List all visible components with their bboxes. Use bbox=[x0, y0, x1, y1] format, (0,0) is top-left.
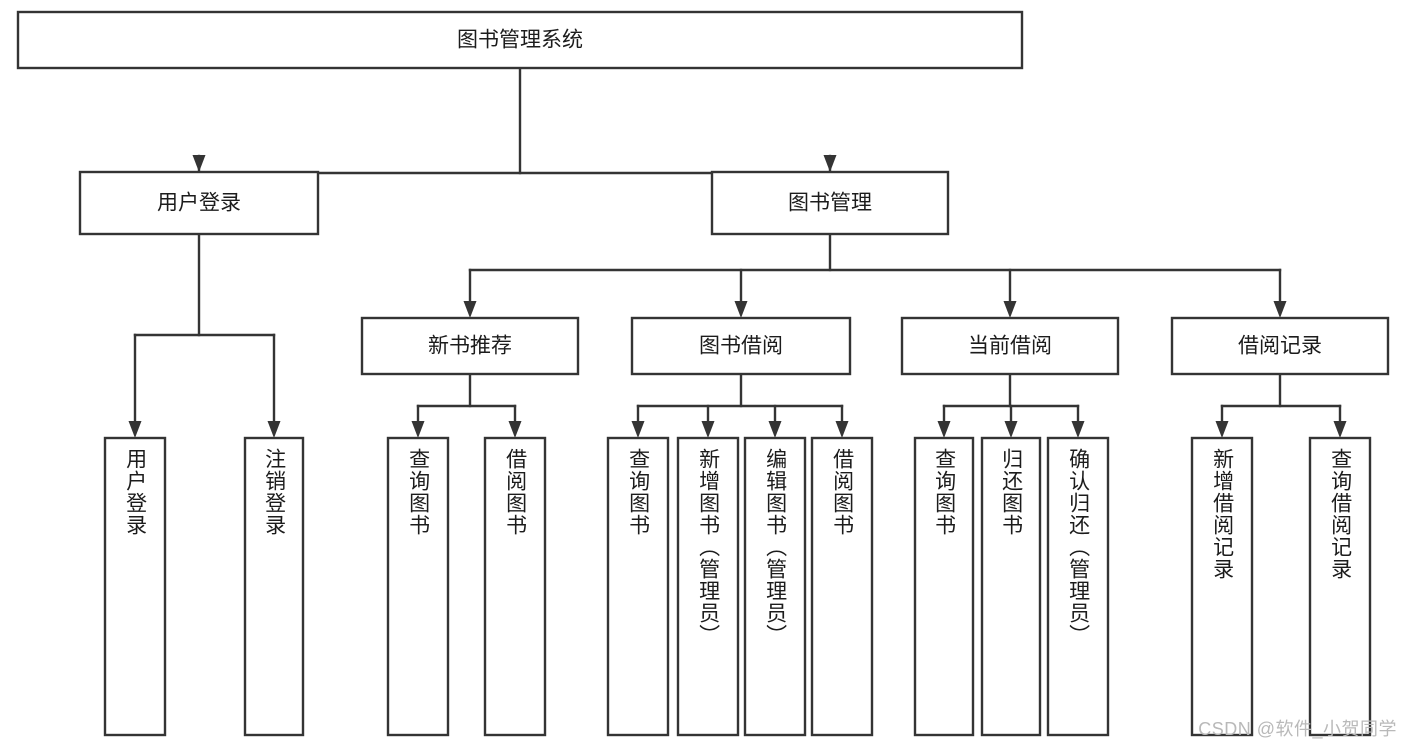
arrow-head bbox=[734, 301, 748, 318]
arrow-head bbox=[267, 421, 281, 438]
node-box bbox=[980, 436, 1042, 737]
node-box bbox=[900, 316, 1120, 376]
arrow-head bbox=[1273, 301, 1287, 318]
node-box bbox=[710, 170, 950, 236]
node-l-return-book[interactable] bbox=[980, 436, 1042, 737]
arrow-head bbox=[835, 421, 849, 438]
node-l-query-book-c[interactable] bbox=[913, 436, 975, 737]
arrow-head bbox=[631, 421, 645, 438]
arrow-head bbox=[1004, 421, 1018, 438]
node-box bbox=[1170, 316, 1390, 376]
node-n-book-borrow[interactable]: 图书借阅 bbox=[630, 316, 852, 376]
node-box bbox=[810, 436, 874, 737]
node-box bbox=[743, 436, 807, 737]
node-box bbox=[606, 436, 670, 737]
node-n-borrow-record[interactable]: 借阅记录 bbox=[1170, 316, 1390, 376]
node-label: 用户登录 bbox=[157, 192, 241, 215]
node-box bbox=[103, 436, 167, 737]
arrow-head bbox=[411, 421, 425, 438]
arrow-head bbox=[128, 421, 142, 438]
node-box bbox=[913, 436, 975, 737]
watermark-text: CSDN @软件_小贺同学 bbox=[1198, 719, 1397, 739]
node-box bbox=[630, 316, 852, 376]
node-label: 图书管理系统 bbox=[457, 29, 583, 52]
node-box bbox=[1190, 436, 1254, 737]
connector-layer bbox=[128, 66, 1347, 438]
arrow-head bbox=[463, 301, 477, 318]
node-label: 新书推荐 bbox=[428, 335, 512, 358]
arrow-head bbox=[823, 155, 837, 172]
node-l-user-login[interactable] bbox=[103, 436, 167, 737]
node-box bbox=[1308, 436, 1372, 737]
node-label: 当前借阅 bbox=[968, 335, 1052, 358]
node-l-borrow-book-b[interactable] bbox=[810, 436, 874, 737]
arrow-head bbox=[1333, 421, 1347, 438]
node-l-add-record[interactable] bbox=[1190, 436, 1254, 737]
arrow-head bbox=[508, 421, 522, 438]
node-box bbox=[483, 436, 547, 737]
node-box bbox=[16, 10, 1024, 70]
node-l-confirm-return[interactable] bbox=[1046, 436, 1110, 737]
node-n-user-login[interactable]: 用户登录 bbox=[78, 170, 320, 236]
node-l-edit-book[interactable] bbox=[743, 436, 807, 737]
node-label: 图书借阅 bbox=[699, 335, 783, 358]
arrow-head bbox=[1215, 421, 1229, 438]
node-box bbox=[676, 436, 740, 737]
node-l-borrow-book-a[interactable] bbox=[483, 436, 547, 737]
node-l-query-book-a[interactable] bbox=[386, 436, 450, 737]
node-box bbox=[243, 436, 305, 737]
node-l-query-book-b[interactable] bbox=[606, 436, 670, 737]
node-box bbox=[360, 316, 580, 376]
arrow-head bbox=[192, 155, 206, 172]
node-n-book-manage[interactable]: 图书管理 bbox=[710, 170, 950, 236]
node-box bbox=[386, 436, 450, 737]
node-label: 图书管理 bbox=[788, 192, 872, 215]
node-l-add-book[interactable] bbox=[676, 436, 740, 737]
arrow-head bbox=[1071, 421, 1085, 438]
node-n-new-recommend[interactable]: 新书推荐 bbox=[360, 316, 580, 376]
arrow-head bbox=[1003, 301, 1017, 318]
arrow-head bbox=[701, 421, 715, 438]
node-n-current-borrow[interactable]: 当前借阅 bbox=[900, 316, 1120, 376]
node-box bbox=[78, 170, 320, 236]
node-label: 借阅记录 bbox=[1238, 335, 1322, 358]
node-l-logout[interactable] bbox=[243, 436, 305, 737]
node-box bbox=[1046, 436, 1110, 737]
arrow-head bbox=[768, 421, 782, 438]
node-root[interactable]: 图书管理系统 bbox=[16, 10, 1024, 70]
node-l-query-record[interactable] bbox=[1308, 436, 1372, 737]
arrow-head bbox=[937, 421, 951, 438]
